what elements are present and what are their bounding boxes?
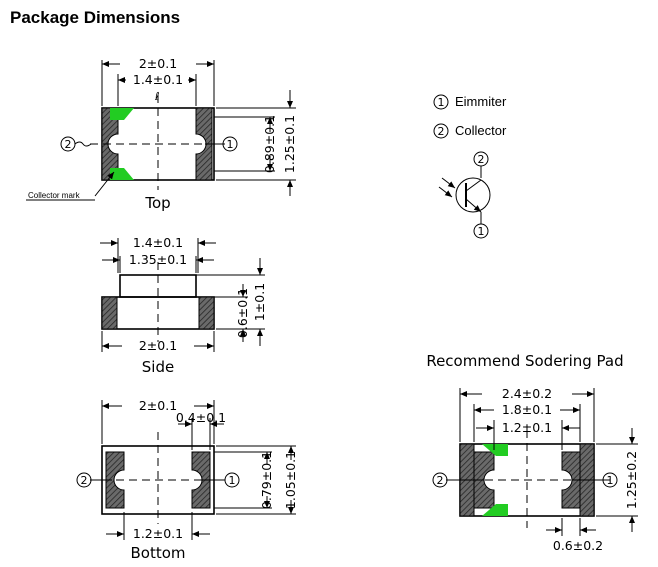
- bottom-dim-h2-label: 1.05±0.1: [283, 451, 298, 509]
- bottom-dim-inner-label: 1.2±0.1: [133, 526, 183, 541]
- bottom-left-pad: [105, 451, 125, 509]
- top-pin2-leader: [74, 141, 92, 147]
- collector-mark-leader: [94, 171, 115, 197]
- pin-legend: 1 Eimmiter 2 Collector: [433, 94, 507, 139]
- symbol-light-arrow-upper: [441, 177, 456, 189]
- bottom-pin2-num: 2: [81, 474, 88, 487]
- side-dim-top2-label: 1.35±0.1: [129, 252, 187, 267]
- legend-pin1-num: 1: [438, 96, 445, 109]
- top-pin1-num: 1: [227, 138, 234, 151]
- side-dim-h2-label: 1±0.1: [252, 283, 267, 321]
- soldering-pad-view: Recommend Sodering Pad 2.4±0.2 1.8±0.1 1…: [426, 352, 639, 553]
- top-dim-h1-label: 0.89±0.1: [262, 115, 277, 173]
- side-view: 1.4±0.1 1.35±0.1 2±0.1 0.6±0.1 1±0.1 Sid…: [100, 235, 267, 376]
- pad-green-upper: [482, 444, 508, 456]
- top-center-mark: ℓ: [154, 90, 160, 103]
- top-dim-width-label: 2±0.1: [139, 56, 177, 71]
- legend-pin2-label: Collector: [455, 123, 507, 138]
- pad-dim-pad-label: 0.6±0.2: [553, 538, 603, 553]
- legend-pin2-circle: [433, 123, 449, 139]
- page-title: Package Dimensions: [10, 8, 180, 27]
- pad-dim-w1-label: 2.4±0.2: [502, 386, 552, 401]
- symbol-pin2-num: 2: [478, 153, 485, 166]
- bottom-view: 2±0.1 0.4±0.1 1.2±0.1 0.79±0.1 1.05±0.1 …: [76, 398, 298, 562]
- bottom-right-pad: [191, 451, 211, 509]
- pad-right-electrode: [561, 451, 581, 509]
- symbol-emitter-arrow: [465, 198, 482, 213]
- legend-pin2-num: 2: [438, 125, 445, 138]
- legend-pin1-label: Eimmiter: [455, 94, 507, 109]
- pad-green-lower: [482, 504, 508, 516]
- side-view-label: Side: [142, 358, 174, 376]
- bottom-dim-h1-label: 0.79±0.1: [259, 451, 274, 509]
- symbol-collector-line: [465, 179, 482, 192]
- symbol-body-circle: [455, 177, 491, 213]
- top-right-electrode: [195, 107, 213, 181]
- collector-mark-label: Collector mark: [28, 191, 81, 200]
- side-dim-width-label: 2±0.1: [139, 338, 177, 353]
- pad-pin2-num: 2: [437, 474, 444, 487]
- top-dim-inner-label: 1.4±0.1: [133, 72, 183, 87]
- bottom-dim-pad-label: 0.4±0.1: [176, 410, 226, 425]
- pad-dim-h-label: 1.25±0.2: [624, 451, 639, 509]
- side-dim-h1-label: 0.6±0.1: [235, 288, 250, 338]
- top-dim-h2-label: 1.25±0.1: [282, 115, 297, 173]
- pad-title: Recommend Sodering Pad: [426, 352, 623, 370]
- symbol-pin1-num: 1: [478, 225, 485, 238]
- top-left-electrode: [101, 107, 119, 181]
- side-right-electrode: [198, 296, 215, 330]
- symbol-pin1-circle: [473, 223, 489, 239]
- bottom-dim-width-label: 2±0.1: [139, 398, 177, 413]
- top-view-label: Top: [144, 194, 170, 212]
- side-left-electrode: [101, 296, 118, 330]
- bottom-view-label: Bottom: [130, 544, 185, 562]
- pad-pin1-num: 1: [607, 474, 614, 487]
- top-collector-mark-lower: [110, 168, 134, 180]
- top-pin2-num: 2: [65, 138, 72, 151]
- symbol-light-arrow-lower: [438, 186, 453, 198]
- bottom-pin1-num: 1: [229, 474, 236, 487]
- top-collector-mark-upper: [110, 108, 134, 120]
- pad-dim-w3-label: 1.2±0.1: [502, 420, 552, 435]
- side-dim-top1-label: 1.4±0.1: [133, 235, 183, 250]
- top-view: ℓ 2±0.1 1.4±0.1 0.89±0.1 1.25±0.1 2 1: [26, 56, 297, 212]
- legend-pin1-circle: [433, 94, 449, 110]
- phototransistor-symbol-icon: 2 1: [438, 151, 491, 239]
- pad-dim-w2-label: 1.8±0.1: [502, 402, 552, 417]
